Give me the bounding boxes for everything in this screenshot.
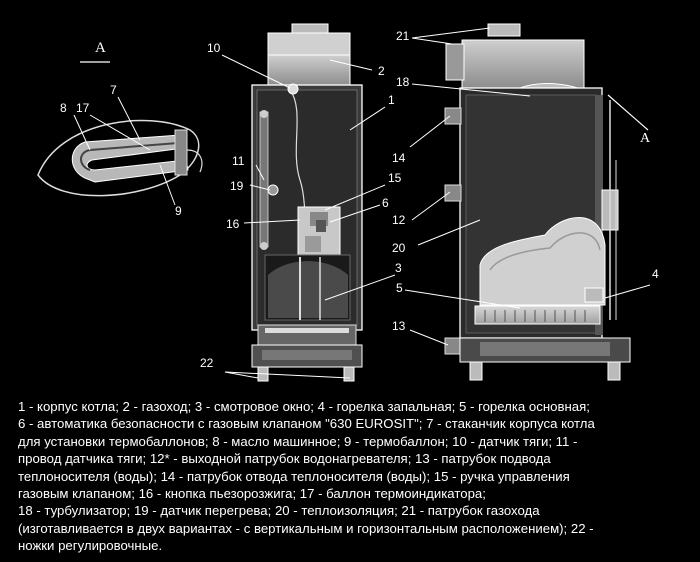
callout-13: 13	[392, 319, 406, 333]
callout-16: 16	[226, 217, 240, 231]
callout-5: 5	[396, 281, 403, 295]
front-view: 10 2 1 11 19 15 6 16 3 22	[200, 23, 402, 382]
callout-section-a: A	[640, 131, 651, 146]
side-view: 21 18 A 14 12 20 5 4 13	[392, 23, 659, 381]
callout-8: 8	[60, 101, 67, 115]
callout-11: 11	[232, 154, 245, 168]
callout-18: 18	[396, 75, 410, 89]
callout-17: 17	[76, 101, 90, 115]
callout-20: 20	[392, 241, 406, 255]
callout-15: 15	[388, 171, 402, 185]
legend-line: провод датчика тяги; 12* - выходной патр…	[18, 451, 551, 467]
callout-3: 3	[395, 261, 402, 275]
callout-21: 21	[396, 29, 410, 43]
legend-line: (изготавливается в двух вариантах - с ве…	[18, 520, 594, 536]
callout-6: 6	[382, 196, 389, 210]
callout-7: 7	[110, 83, 117, 97]
legend-line: 6 - автоматика безопасности с газовым кл…	[18, 416, 595, 432]
callout-4: 4	[652, 267, 659, 281]
callout-12: 12	[392, 213, 406, 227]
boiler-diagram: A 7 8 17 9	[37, 23, 659, 382]
legend-line: ножки регулировочные.	[18, 538, 163, 554]
section-a-detail: A 7 8 17 9	[37, 40, 203, 218]
callout-19: 19	[230, 179, 244, 193]
callout-2: 2	[378, 64, 385, 78]
callout-14: 14	[392, 151, 406, 165]
legend-line: теплоносителя (воды); 14 - патрубок отво…	[18, 468, 570, 484]
legend-line: 18 - турбулизатор; 19 - датчик перегрева…	[18, 503, 540, 519]
callout-22: 22	[200, 356, 214, 370]
callout-10: 10	[207, 41, 221, 55]
callout-9: 9	[175, 204, 182, 218]
legend-line: 1 - корпус котла; 2 - газоход; 3 - смотр…	[18, 399, 590, 414]
legend-line: газовым клапаном; 16 - кнопка пьезорозжи…	[18, 486, 486, 502]
legend-line: для установки термобаллонов; 8 - масло м…	[18, 433, 578, 449]
legend-text: 1 - корпус котла; 2 - газоход; 3 - смотр…	[18, 398, 686, 555]
section-a-label: A	[95, 40, 106, 56]
callout-1: 1	[388, 93, 395, 107]
